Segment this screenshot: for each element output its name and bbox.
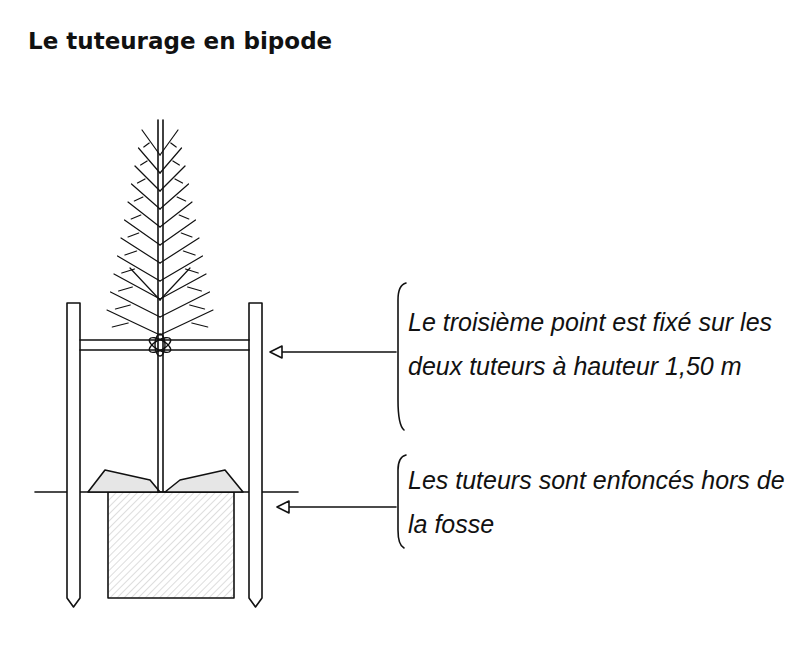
callout-note: Les tuteurs sont enfoncés hors de la fos…	[408, 458, 788, 546]
branch	[175, 179, 183, 183]
branch	[121, 238, 160, 263]
branch	[134, 197, 143, 201]
branch	[142, 130, 160, 155]
branch	[183, 251, 195, 255]
branch	[160, 268, 190, 300]
branch	[160, 292, 210, 317]
branch	[181, 233, 192, 237]
branch	[188, 287, 202, 291]
branch	[112, 323, 128, 327]
branch	[160, 274, 206, 299]
branch	[115, 305, 130, 309]
branch	[160, 238, 199, 263]
branch	[107, 310, 160, 335]
tree-crown	[107, 130, 213, 335]
branch	[125, 220, 161, 245]
branch	[160, 220, 196, 245]
planting-pit	[108, 492, 234, 598]
branch	[132, 184, 161, 209]
branch	[141, 161, 147, 165]
branch	[160, 202, 192, 227]
leader-line	[282, 351, 396, 353]
branch	[160, 130, 178, 155]
branch	[192, 323, 208, 327]
soil-mound	[88, 470, 243, 492]
arrowhead	[277, 501, 289, 513]
tree-trunk	[157, 120, 159, 492]
branch	[160, 166, 185, 191]
diagram-title: Le tuteurage en bipode	[28, 28, 332, 54]
bracket	[398, 283, 406, 430]
branch	[139, 148, 161, 173]
branch	[128, 233, 139, 237]
branch	[111, 292, 161, 317]
branch	[119, 287, 133, 291]
branch	[173, 161, 179, 165]
right-stake	[249, 303, 262, 607]
branch	[160, 148, 182, 173]
branch	[177, 197, 186, 201]
branch	[160, 184, 189, 209]
branch	[190, 305, 205, 309]
branch	[135, 166, 160, 191]
branch	[114, 274, 160, 299]
branch	[125, 251, 137, 255]
branch	[179, 215, 189, 219]
branch	[160, 310, 213, 335]
bracket	[398, 455, 406, 548]
callout-note: Le troisième point est fixé sur les deux…	[408, 300, 793, 388]
branch	[131, 215, 141, 219]
left-stake	[67, 303, 80, 607]
tree-trunk	[162, 120, 164, 492]
branch	[130, 268, 160, 300]
branch	[138, 179, 146, 183]
branch	[171, 143, 176, 147]
branch	[128, 202, 160, 227]
leader-line	[289, 506, 396, 508]
arrowhead	[270, 346, 282, 358]
tree-tie	[147, 334, 173, 356]
branch	[144, 143, 149, 147]
